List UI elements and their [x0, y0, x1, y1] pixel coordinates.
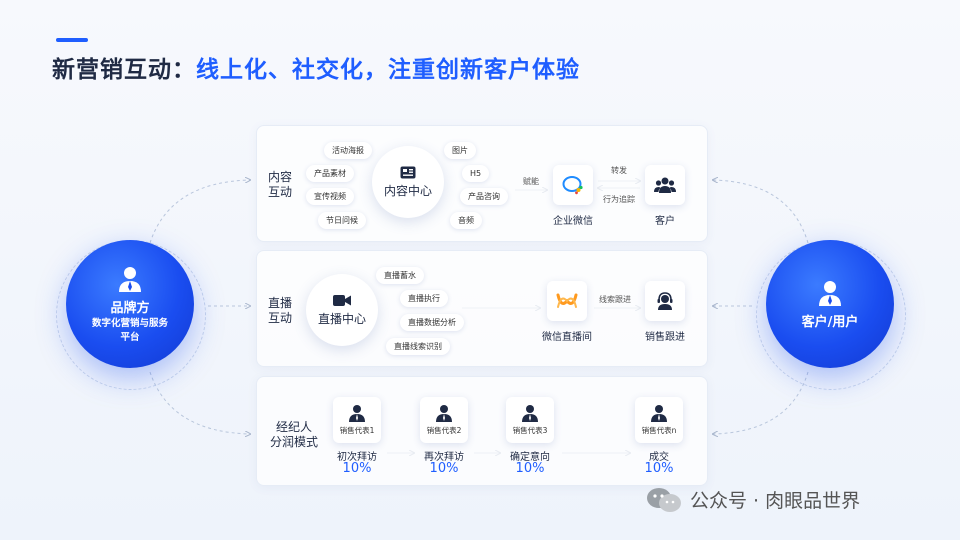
empower-label: 赋能: [523, 177, 539, 186]
content-center-label: 内容中心: [383, 183, 432, 198]
forward-label: 转发: [611, 166, 627, 175]
sales-rep-n: 销售代表n: [635, 397, 683, 443]
sales-rep-1: 销售代表1: [333, 397, 381, 443]
live-interaction-panel: [256, 250, 708, 367]
person-suit-icon: [349, 405, 365, 422]
wecom-icon: [562, 176, 583, 195]
pill-live-data-analysis: 直播数据分析: [400, 314, 464, 331]
pct-deal: 10%: [644, 461, 674, 476]
person-suit-icon: [651, 405, 667, 422]
pill-live-lead-identify: 直播线索识别: [386, 338, 450, 355]
person-suit-icon: [522, 405, 538, 422]
wechat-live-icon-box: [547, 281, 587, 321]
customer-icon-box: [645, 165, 685, 205]
sales-rep-2-label: 销售代表2: [426, 426, 462, 435]
wechat-icon: [647, 487, 681, 512]
behavior-track-label: 行为追踪: [603, 195, 635, 204]
brand-platform-circle: 品牌方 数字化营销与服务 平台: [66, 240, 194, 368]
person-icon: [119, 266, 141, 292]
pill-live-warmup: 直播蓄水: [376, 267, 424, 284]
stage-first-visit: 初次拜访: [337, 452, 377, 463]
wecom-icon-box: [553, 165, 593, 205]
broker-row-label: 经纪人分润模式: [270, 420, 319, 449]
customer-label: 客户: [655, 216, 675, 227]
pct-first-visit: 10%: [342, 461, 372, 476]
stage-deal: 成交: [649, 452, 669, 463]
pct-confirm-intent: 10%: [515, 461, 545, 476]
pill-activity-poster: 活动海报: [324, 142, 372, 159]
content-center-hub: 内容中心: [372, 146, 444, 218]
live-center-label: 直播中心: [317, 311, 366, 326]
pct-second-visit: 10%: [429, 461, 459, 476]
watermark: 公众号 · 肉眼品世界: [646, 486, 860, 513]
sales-follow-label: 销售跟进: [645, 332, 685, 343]
broker-profit-panel: [256, 376, 708, 486]
pill-product-material: 产品素材: [306, 165, 354, 182]
sales-rep-3: 销售代表3: [506, 397, 554, 443]
group-icon: [654, 177, 676, 193]
sales-rep-1-label: 销售代表1: [339, 426, 375, 435]
sales-rep-n-label: 销售代表n: [641, 426, 677, 435]
live-center-hub: 直播中心: [306, 274, 378, 346]
wechat-live-icon: [556, 293, 578, 308]
content-row-label: 内容互动: [268, 170, 293, 199]
content-icon: [400, 166, 416, 178]
sales-follow-icon-box: [645, 281, 685, 321]
sales-rep-3-label: 销售代表3: [512, 426, 548, 435]
wechat-live-label: 微信直播间: [542, 332, 592, 343]
wecom-label: 企业微信: [553, 216, 593, 227]
stage-confirm-intent: 确定意向: [510, 452, 550, 463]
title-accent-bar: [56, 38, 88, 42]
pill-h5: H5: [462, 165, 490, 182]
person-suit-icon: [436, 405, 452, 422]
page-title: 新营销互动：线上化、社交化，注重创新客户体验: [52, 57, 580, 83]
pill-image: 图片: [444, 142, 476, 159]
customer-user-circle: 客户/用户: [766, 240, 894, 368]
pill-audio: 音频: [450, 212, 482, 229]
pill-holiday-greeting: 节日问候: [318, 212, 366, 229]
pill-product-consult: 产品咨询: [460, 188, 508, 205]
live-row-label: 直播互动: [268, 296, 293, 325]
headset-agent-icon: [657, 292, 673, 310]
video-camera-icon: [333, 294, 351, 306]
stage-second-visit: 再次拜访: [424, 452, 464, 463]
lead-follow-label: 线索跟进: [599, 295, 631, 304]
sales-rep-2: 销售代表2: [420, 397, 468, 443]
person-icon: [819, 280, 841, 306]
pill-live-execution: 直播执行: [400, 290, 448, 307]
pill-promo-video: 宣传视频: [306, 188, 354, 205]
watermark-text: 公众号 · 肉眼品世界: [690, 490, 861, 512]
